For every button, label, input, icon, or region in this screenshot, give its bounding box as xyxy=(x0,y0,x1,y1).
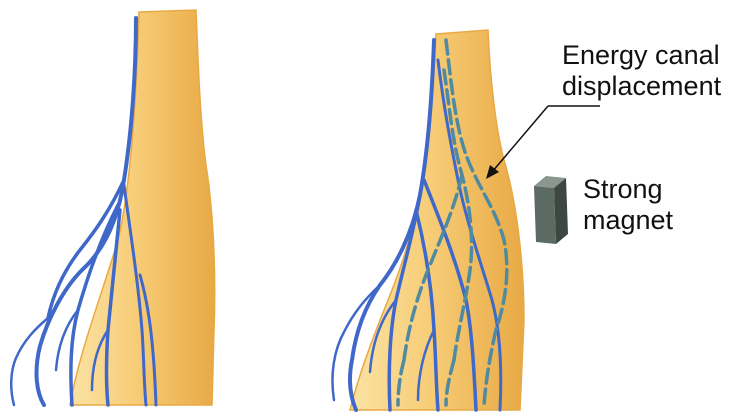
energy-canal-label-line2: displacement xyxy=(562,71,721,102)
magnet-label-line1: Strong xyxy=(583,174,673,205)
energy-canal-label: Energy canal displacement xyxy=(562,40,721,102)
energy-canal-label-line1: Energy canal xyxy=(562,40,721,71)
arrow-shaft xyxy=(492,106,548,172)
magnet xyxy=(534,176,568,244)
magnet-label-line2: magnet xyxy=(583,205,673,236)
right-limb xyxy=(332,30,524,410)
left-vein-branch-6 xyxy=(11,318,48,405)
left-limb xyxy=(11,10,215,405)
magnet-label: Strong magnet xyxy=(583,174,673,236)
magnet-side-face xyxy=(554,178,568,244)
magnet-front-face xyxy=(534,186,556,244)
